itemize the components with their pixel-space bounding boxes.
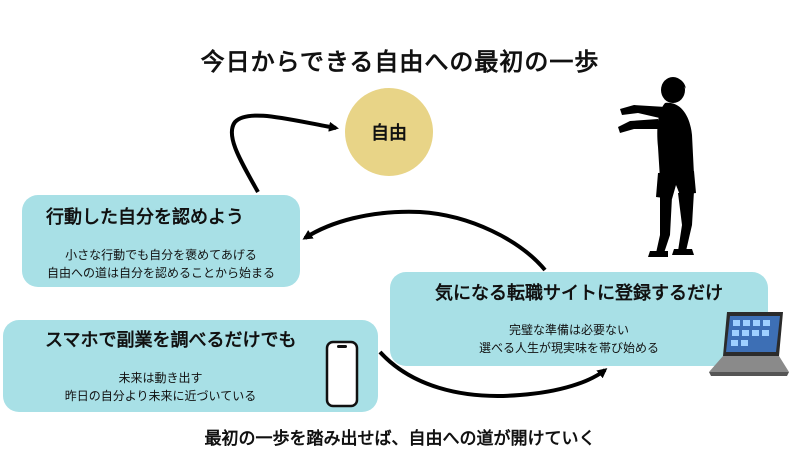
step-line: 未来は動き出す (118, 371, 203, 385)
step-heading: スマホで副業を調べるだけでも (45, 330, 297, 351)
step-box-acknowledge: 行動した自分を認めよう 小さな行動でも自分を褒めてあげる 自由への道は自分を認め… (22, 195, 300, 287)
step-box-side-job: スマホで副業を調べるだけでも 未来は動き出す 昨日の自分より未来に近づいている (3, 320, 378, 412)
step-line: 完璧な準備は必要ない (508, 323, 629, 337)
step-line: 選べる人生が現実味を帯び始める (478, 341, 659, 355)
diagram-title: 今日からできる自由への最初の一歩 (200, 48, 600, 76)
arrow-step3-to-step1 (302, 209, 547, 272)
arrow-step2-to-step3 (378, 350, 608, 398)
person-silhouette-icon (618, 77, 696, 257)
smartphone-icon (325, 340, 359, 408)
step-heading: 行動した自分を認めよう (46, 207, 244, 228)
diagram-caption: 最初の一歩を踏み出せば、自由への道が開けていく (204, 429, 596, 449)
arrow-step1-to-goal (229, 113, 339, 193)
step-box-job-site: 気になる転職サイトに登録するだけ 完璧な準備は必要ない 選べる人生が現実味を帯び… (390, 272, 768, 366)
goal-label: 自由 (371, 123, 407, 144)
laptop-icon (709, 312, 789, 376)
step-line: 昨日の自分より未来に近づいている (64, 389, 257, 403)
step-line: 小さな行動でも自分を褒めてあげる (65, 248, 257, 262)
step-line: 自由への道は自分を認めることから始まる (46, 266, 275, 280)
goal-circle: 自由 (345, 88, 433, 176)
step-heading: 気になる転職サイトに登録するだけ (435, 283, 723, 304)
